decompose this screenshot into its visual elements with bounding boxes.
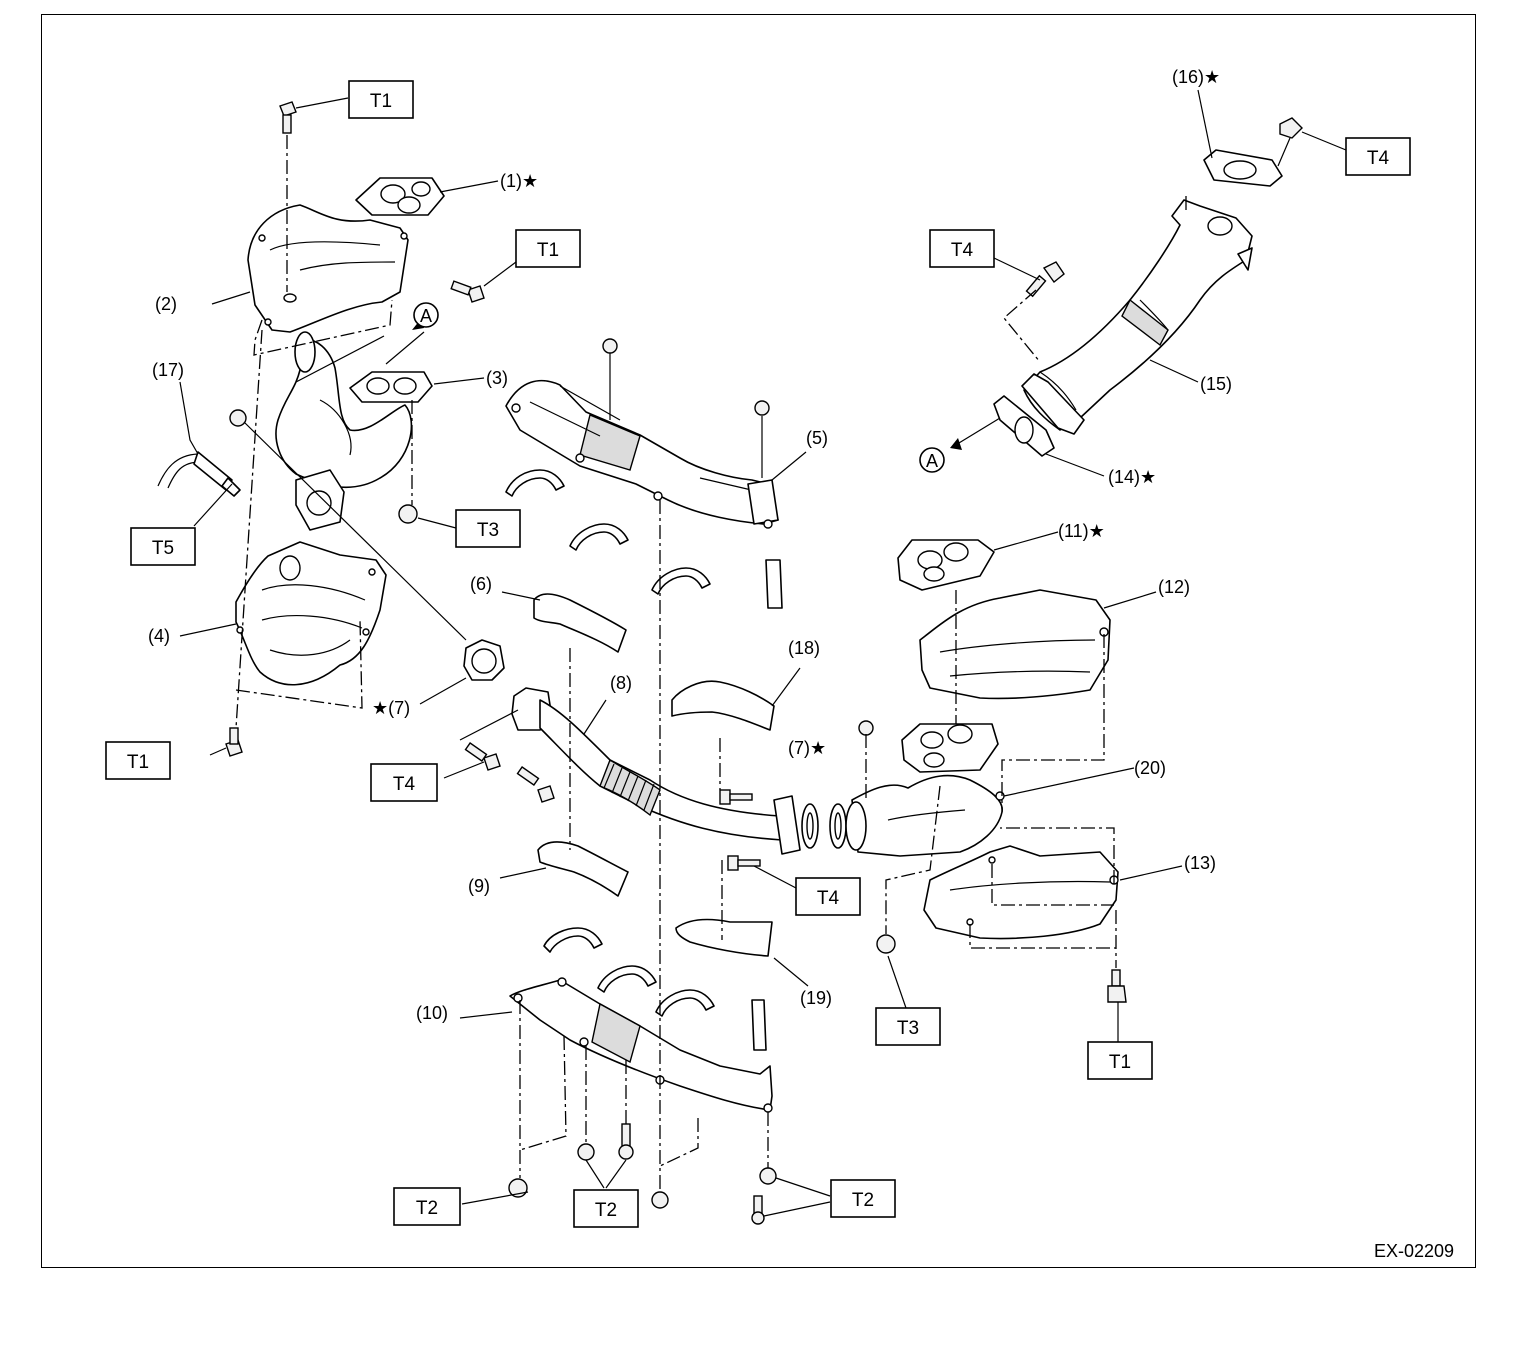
- torque-box-t4-top: T4: [929, 229, 995, 268]
- label-part-3: (3): [486, 368, 508, 388]
- front-exhaust-pipe-3: [275, 331, 433, 531]
- svg-text:T1: T1: [537, 240, 559, 261]
- label-part-10: (10): [416, 1003, 448, 1023]
- rear-pipe-15: [1021, 199, 1253, 435]
- torque-box-t4-topright: T4: [1345, 137, 1411, 176]
- torque-box-t2-left: T2: [393, 1187, 461, 1226]
- heat-shield-12: [919, 589, 1111, 700]
- heat-shield-13: [923, 845, 1119, 940]
- torque-box-t5: T5: [130, 527, 196, 566]
- heat-shield-4: [235, 541, 387, 686]
- svg-text:A: A: [420, 306, 432, 326]
- assembly-lines: [235, 135, 1187, 1190]
- diagram-frame: [41, 14, 1476, 1268]
- callout-a-right: A: [919, 447, 945, 473]
- gasket-14: [993, 395, 1055, 457]
- heat-shield-cover-2: [247, 204, 409, 333]
- heat-shield-18: [671, 680, 775, 731]
- torque-box-t1-left: T1: [105, 741, 171, 780]
- label-part-11: (11)★: [1058, 521, 1105, 541]
- heat-shield-6: [533, 593, 627, 653]
- label-part-8: (8): [610, 673, 632, 693]
- label-part-16: (16)★: [1172, 67, 1220, 87]
- label-part-13: (13): [1184, 853, 1216, 873]
- label-part-6: (6): [470, 574, 492, 594]
- torque-box-t1-right: T1: [1087, 1041, 1153, 1080]
- gasket-11: [897, 539, 995, 591]
- gasket-16: [1203, 149, 1283, 187]
- callout-a-top: A: [413, 302, 439, 328]
- label-part-2: (2): [155, 294, 177, 314]
- center-pipe-5: [505, 338, 779, 529]
- svg-text:T1: T1: [370, 91, 392, 112]
- torque-box-t2-right: T2: [830, 1179, 896, 1218]
- part-labels: (1)★ (2) (3) (4) (5) (6) ★(7) (7)★ (8) (…: [148, 67, 1232, 1023]
- label-part-9: (9): [468, 876, 490, 896]
- label-part-19: (19): [800, 988, 832, 1008]
- svg-text:T1: T1: [1109, 1052, 1131, 1073]
- torque-box-t1-side: T1: [515, 229, 581, 268]
- svg-text:T1: T1: [127, 752, 149, 773]
- heat-shield-19: [675, 918, 773, 957]
- torque-box-t1-top: T1: [348, 80, 414, 119]
- torque-box-t3-right: T3: [875, 1007, 941, 1046]
- torque-box-t2-center: T2: [573, 1189, 639, 1228]
- svg-text:T2: T2: [852, 1190, 874, 1211]
- torque-box-t4-left: T4: [370, 763, 438, 802]
- leader-lines: [179, 89, 1347, 1217]
- label-part-17: (17): [152, 360, 184, 380]
- front-pipe-flex-8: [511, 687, 847, 855]
- svg-text:T4: T4: [1367, 148, 1390, 169]
- heat-shield-9: [537, 841, 629, 897]
- label-part-14: (14)★: [1108, 467, 1156, 487]
- svg-text:T3: T3: [477, 520, 499, 541]
- label-part-1: (1)★: [500, 171, 538, 191]
- svg-text:A: A: [926, 451, 938, 471]
- svg-text:T4: T4: [817, 888, 840, 909]
- svg-text:T2: T2: [416, 1198, 438, 1219]
- label-part-15: (15): [1200, 374, 1232, 394]
- label-part-20: (20): [1134, 758, 1166, 778]
- svg-text:T4: T4: [951, 240, 974, 261]
- svg-text:T5: T5: [152, 538, 174, 559]
- label-part-7-left: ★(7): [372, 698, 410, 718]
- label-part-4: (4): [148, 626, 170, 646]
- torque-box-t4-center: T4: [795, 877, 861, 916]
- svg-text:T2: T2: [595, 1200, 617, 1221]
- label-part-12: (12): [1158, 577, 1190, 597]
- gasket-7-left: [463, 639, 505, 681]
- gasket-1: [355, 177, 445, 216]
- label-part-7-right: (7)★: [788, 738, 826, 758]
- lower-cover-10: [509, 927, 773, 1113]
- label-part-18: (18): [788, 638, 820, 658]
- label-part-5: (5): [806, 428, 828, 448]
- torque-box-t3-left: T3: [455, 509, 521, 548]
- svg-text:T3: T3: [897, 1018, 919, 1039]
- rear-exhaust-pipe-20: [845, 723, 1005, 857]
- hanger-clamps-upper: [505, 469, 783, 609]
- svg-text:T4: T4: [393, 774, 416, 795]
- figure-code: EX-02209: [1374, 1241, 1455, 1261]
- oxygen-sensor-17: [157, 451, 241, 497]
